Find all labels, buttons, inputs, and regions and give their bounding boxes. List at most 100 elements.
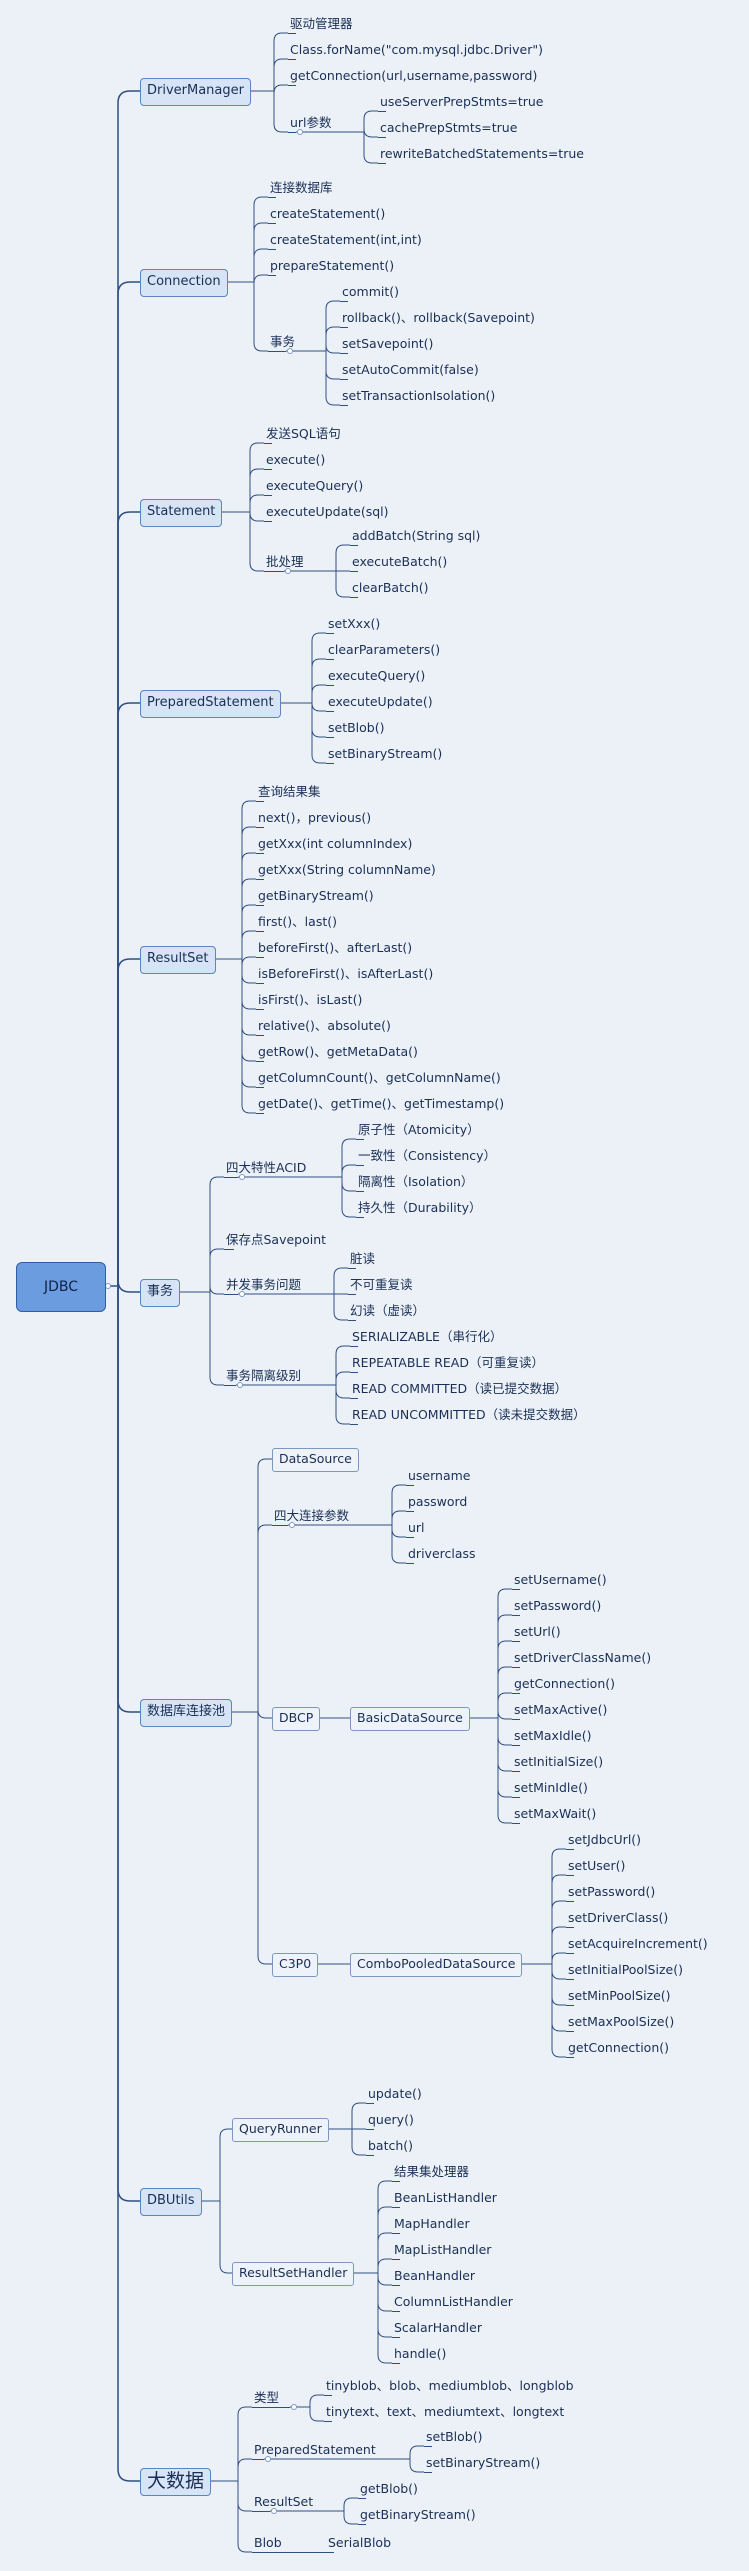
leaf-item[interactable]: getXxx(int columnIndex) bbox=[258, 836, 413, 851]
leaf-item[interactable]: executeUpdate(sql) bbox=[266, 504, 389, 519]
isolation-label[interactable]: 事务隔离级别 bbox=[226, 1368, 302, 1383]
leaf-item[interactable]: 幻读（虚读） bbox=[350, 1303, 426, 1318]
leaf-item[interactable]: setDriverClass() bbox=[568, 1910, 669, 1925]
leaf-item[interactable]: tinyblob、blob、mediumblob、longblob bbox=[326, 2378, 574, 2393]
leaf-item[interactable]: update() bbox=[368, 2086, 422, 2101]
leaf-item[interactable]: getBinaryStream() bbox=[258, 888, 374, 903]
leaf-item[interactable]: handle() bbox=[394, 2346, 447, 2361]
leaf-item[interactable]: clearParameters() bbox=[328, 642, 441, 657]
leaf-item[interactable]: clearBatch() bbox=[352, 580, 429, 595]
leaf-item[interactable]: setBlob() bbox=[328, 720, 385, 735]
leaf-item[interactable]: setMinPoolSize() bbox=[568, 1988, 671, 2003]
leaf-item[interactable]: getConnection() bbox=[514, 1676, 616, 1691]
leaf-item[interactable]: executeBatch() bbox=[352, 554, 448, 569]
types-label[interactable]: 类型 bbox=[254, 2390, 280, 2405]
leaf-item[interactable]: setUsername() bbox=[514, 1572, 607, 1587]
leaf-item[interactable]: executeUpdate() bbox=[328, 694, 433, 709]
leaf-item[interactable]: REPEATABLE READ（可重复读） bbox=[352, 1355, 544, 1370]
leaf-item[interactable]: username bbox=[408, 1468, 471, 1483]
branch-preparedstatement[interactable]: PreparedStatement bbox=[140, 690, 281, 718]
leaf-item[interactable]: setMaxPoolSize() bbox=[568, 2014, 675, 2029]
leaf-item[interactable]: rollback()、rollback(Savepoint) bbox=[342, 310, 535, 325]
leaf-item[interactable]: addBatch(String sql) bbox=[352, 528, 481, 543]
leaf-item[interactable]: batch() bbox=[368, 2138, 414, 2153]
leaf-item[interactable]: 连接数据库 bbox=[270, 180, 333, 195]
leaf-item[interactable]: 隔离性（Isolation） bbox=[358, 1174, 474, 1189]
leaf-item[interactable]: getBinaryStream() bbox=[360, 2507, 476, 2522]
branch-connection[interactable]: Connection bbox=[140, 269, 228, 297]
leaf-item[interactable]: beforeFirst()、afterLast() bbox=[258, 940, 413, 955]
leaf-item[interactable]: BeanHandler bbox=[394, 2268, 476, 2283]
root-node[interactable]: JDBC bbox=[16, 1262, 106, 1312]
leaf-item[interactable]: READ COMMITTED（读已提交数据） bbox=[352, 1381, 568, 1396]
leaf-item[interactable]: 原子性（Atomicity） bbox=[358, 1122, 480, 1137]
leaf-item[interactable]: setInitialSize() bbox=[514, 1754, 604, 1769]
leaf-item[interactable]: driverclass bbox=[408, 1546, 476, 1561]
leaf-item[interactable]: setAcquireIncrement() bbox=[568, 1936, 708, 1951]
leaf-item[interactable]: first()、last() bbox=[258, 914, 337, 929]
leaf-item[interactable]: prepareStatement() bbox=[270, 258, 395, 273]
leaf-item[interactable]: setSavepoint() bbox=[342, 336, 434, 351]
basicdatasource-node[interactable]: BasicDataSource bbox=[350, 1707, 470, 1731]
queryrunner-node[interactable]: QueryRunner bbox=[232, 2118, 329, 2142]
datasource-node[interactable]: DataSource bbox=[272, 1448, 359, 1472]
leaf-item[interactable]: 不可重复读 bbox=[350, 1277, 413, 1292]
leaf-item[interactable]: setMinIdle() bbox=[514, 1780, 588, 1795]
leaf-item[interactable]: setBlob() bbox=[426, 2429, 483, 2444]
leaf-item[interactable]: commit() bbox=[342, 284, 400, 299]
dbcp-node[interactable]: DBCP bbox=[272, 1707, 321, 1731]
leaf-item[interactable]: READ UNCOMMITTED（读未提交数据） bbox=[352, 1407, 586, 1422]
leaf-item[interactable]: createStatement() bbox=[270, 206, 386, 221]
leaf-item[interactable]: MapListHandler bbox=[394, 2242, 492, 2257]
leaf-item[interactable]: setBinaryStream() bbox=[328, 746, 443, 761]
branch-transaction[interactable]: 事务 bbox=[140, 1279, 181, 1307]
leaf-item[interactable]: setTransactionIsolation() bbox=[342, 388, 496, 403]
leaf-item[interactable]: isBeforeFirst()、isAfterLast() bbox=[258, 966, 434, 981]
leaf-item[interactable]: setMaxWait() bbox=[514, 1806, 597, 1821]
branch-statement[interactable]: Statement bbox=[140, 499, 223, 527]
leaf-item[interactable]: getConnection(url,username,password) bbox=[290, 68, 538, 83]
leaf-item[interactable]: url bbox=[408, 1520, 425, 1535]
leaf-item[interactable]: getBlob() bbox=[360, 2481, 418, 2496]
blob-label[interactable]: Blob bbox=[254, 2535, 282, 2550]
resultsethandler-node[interactable]: ResultSetHandler bbox=[232, 2262, 355, 2286]
bigdata-rs-label[interactable]: ResultSet bbox=[254, 2494, 314, 2509]
leaf-item[interactable]: setJdbcUrl() bbox=[568, 1832, 642, 1847]
leaf-item[interactable]: 发送SQL语句 bbox=[266, 426, 341, 441]
combopooleddatasource-node[interactable]: ComboPooledDataSource bbox=[350, 1953, 523, 1977]
leaf-item[interactable]: 查询结果集 bbox=[258, 784, 321, 799]
leaf-item[interactable]: setBinaryStream() bbox=[426, 2455, 541, 2470]
url-params-label[interactable]: url参数 bbox=[290, 115, 332, 130]
leaf-item[interactable]: getConnection() bbox=[568, 2040, 670, 2055]
leaf-item[interactable]: ColumnListHandler bbox=[394, 2294, 513, 2309]
leaf-item[interactable]: 驱动管理器 bbox=[290, 16, 353, 31]
leaf-item[interactable]: query() bbox=[368, 2112, 414, 2127]
leaf-item[interactable]: SerialBlob bbox=[328, 2535, 392, 2550]
leaf-item[interactable]: getRow()、getMetaData() bbox=[258, 1044, 418, 1059]
leaf-item[interactable]: password bbox=[408, 1494, 468, 1509]
leaf-item[interactable]: setPassword() bbox=[568, 1884, 656, 1899]
leaf-item[interactable]: useServerPrepStmts=true bbox=[380, 94, 544, 109]
leaf-item[interactable]: getColumnCount()、getColumnName() bbox=[258, 1070, 501, 1085]
branch-drivermanager[interactable]: DriverManager bbox=[140, 78, 251, 106]
leaf-item[interactable]: isFirst()、isLast() bbox=[258, 992, 363, 1007]
bigdata-ps-label[interactable]: PreparedStatement bbox=[254, 2442, 376, 2457]
leaf-item[interactable]: 结果集处理器 bbox=[394, 2164, 470, 2179]
leaf-item[interactable]: BeanListHandler bbox=[394, 2190, 497, 2205]
leaf-item[interactable]: createStatement(int,int) bbox=[270, 232, 422, 247]
leaf-item[interactable]: executeQuery() bbox=[266, 478, 364, 493]
leaf-item[interactable]: 一致性（Consistency） bbox=[358, 1148, 497, 1163]
branch-bigdata[interactable]: 大数据 bbox=[140, 2468, 212, 2496]
leaf-item[interactable]: setInitialPoolSize() bbox=[568, 1962, 683, 1977]
leaf-item[interactable]: rewriteBatchedStatements=true bbox=[380, 146, 584, 161]
leaf-item[interactable]: setAutoCommit(false) bbox=[342, 362, 479, 377]
leaf-item[interactable]: executeQuery() bbox=[328, 668, 426, 683]
savepoint-label[interactable]: 保存点Savepoint bbox=[226, 1232, 327, 1247]
leaf-item[interactable]: Class.forName("com.mysql.jdbc.Driver") bbox=[290, 42, 543, 57]
leaf-item[interactable]: setMaxActive() bbox=[514, 1702, 608, 1717]
leaf-item[interactable]: execute() bbox=[266, 452, 326, 467]
c3p0-node[interactable]: C3P0 bbox=[272, 1953, 319, 1977]
transaction-label[interactable]: 事务 bbox=[270, 334, 296, 349]
leaf-item[interactable]: setMaxIdle() bbox=[514, 1728, 592, 1743]
leaf-item[interactable]: setXxx() bbox=[328, 616, 381, 631]
